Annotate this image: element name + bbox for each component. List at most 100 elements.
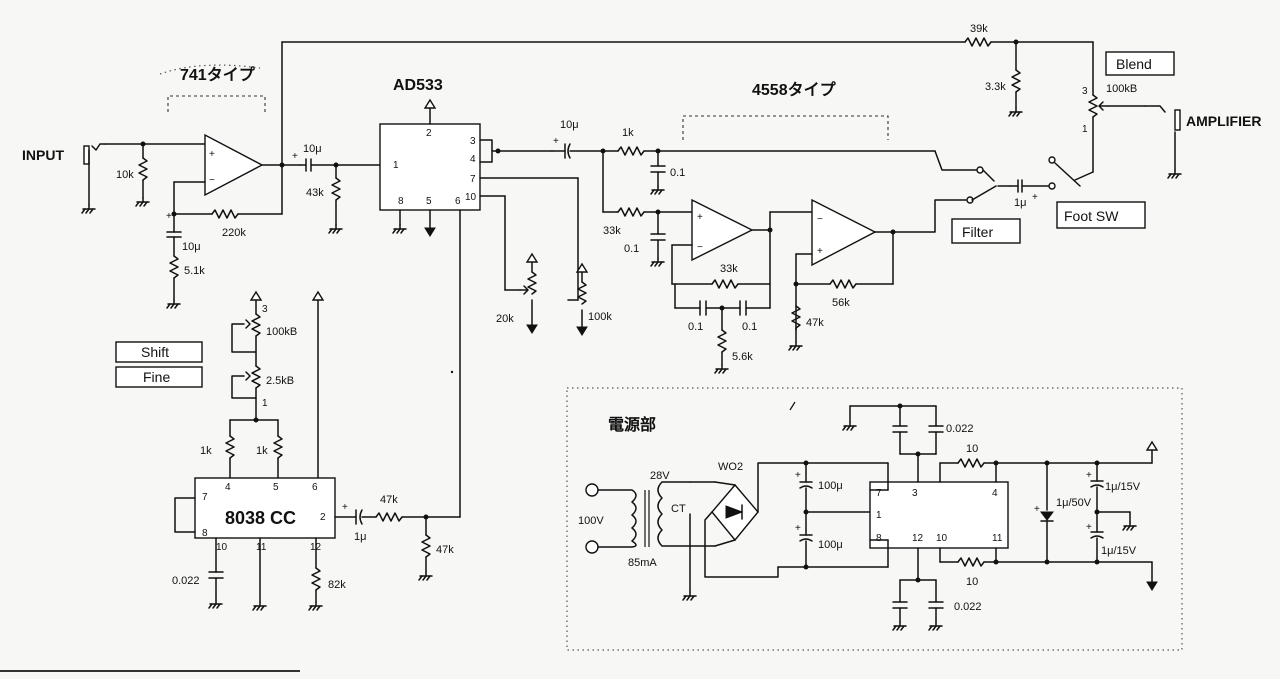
- label-wo2: WO2: [718, 461, 743, 473]
- label-56k: 56k: [832, 297, 850, 309]
- opamp-4558-a: + −: [691, 198, 754, 262]
- label-100kb-shift: 100kB: [266, 326, 297, 338]
- svg-text:1: 1: [876, 510, 882, 521]
- label-0-1-c: 0.1: [688, 321, 703, 333]
- label-5-1k: 5.1k: [184, 265, 205, 277]
- label-1k-c: 1k: [256, 445, 268, 457]
- capacitor-1u-50v: [1040, 462, 1054, 563]
- capacitor-0-022-upper: [842, 403, 944, 455]
- label-ct: CT: [671, 503, 686, 515]
- positive-supply-arrow: [1145, 440, 1159, 451]
- svg-text:+: +: [1034, 504, 1040, 515]
- label-0-1-a: 0.1: [670, 167, 685, 179]
- resistor-47k-vco-shunt: [418, 516, 433, 581]
- svg-text:7: 7: [876, 488, 882, 499]
- foot-sw-label: Foot SW: [1064, 208, 1119, 224]
- svg-text:2: 2: [426, 128, 432, 139]
- label-39k: 39k: [970, 23, 988, 35]
- resistor-47k-filter: [788, 305, 803, 351]
- svg-text:12: 12: [912, 533, 924, 544]
- resistor-33k-feedback: [711, 279, 771, 289]
- label-3-3k: 3.3k: [985, 81, 1006, 93]
- svg-text:4: 4: [992, 488, 998, 499]
- svg-text:3: 3: [1082, 86, 1088, 97]
- label-10-b: 10: [966, 576, 978, 588]
- label-0-1-b: 0.1: [624, 243, 639, 255]
- svg-text:+: +: [209, 149, 215, 160]
- svg-text:+: +: [795, 470, 801, 481]
- trimmer-20k: [519, 252, 539, 334]
- svg-text:+: +: [795, 523, 801, 534]
- resistor-1k-pin5: [273, 419, 283, 479]
- ic-8038: [194, 477, 336, 539]
- svg-text:+: +: [166, 211, 172, 222]
- svg-text:7: 7: [202, 492, 208, 503]
- svg-text:5: 5: [426, 196, 432, 207]
- svg-text:8: 8: [876, 533, 882, 544]
- pot-shift-100kb[interactable]: [231, 313, 261, 367]
- op741-dashed-bracket: [167, 95, 266, 112]
- svg-text:+: +: [292, 151, 298, 162]
- label-1u-15v-b: 1μ/15V: [1101, 545, 1137, 557]
- label-1u-50v: 1μ/50V: [1056, 497, 1092, 509]
- input-label: INPUT: [22, 147, 64, 163]
- label-20k: 20k: [496, 313, 514, 325]
- label-0-022-b: 0.022: [946, 423, 974, 435]
- svg-text:+: +: [817, 246, 823, 257]
- label-ad533: AD533: [393, 77, 443, 94]
- svg-text:3: 3: [912, 488, 918, 499]
- resistor-5-1k: [166, 255, 181, 309]
- capacitor-0-1-b: [650, 211, 666, 267]
- label-5-6k: 5.6k: [732, 351, 753, 363]
- svg-text:8: 8: [202, 528, 208, 539]
- filter-label: Filter: [962, 224, 993, 240]
- power-supply-block: [566, 387, 1183, 651]
- resistor-220k: [211, 209, 283, 219]
- capacitor-100u-a: [799, 462, 813, 531]
- op4558-dashed-bracket: [682, 115, 889, 140]
- svg-text:5: 5: [273, 482, 279, 493]
- svg-text:10: 10: [936, 533, 948, 544]
- label-1k-b: 1k: [200, 445, 212, 457]
- resistor-47k-vco-out: [375, 512, 461, 522]
- label-2-5kb: 2.5kB: [266, 375, 294, 387]
- pot-fine-2-5kb[interactable]: [231, 365, 261, 421]
- capacitor-0-1-d: [739, 300, 771, 316]
- svg-text:8: 8: [398, 196, 404, 207]
- svg-text:+: +: [553, 136, 559, 147]
- resistor-10-lower: [957, 557, 1153, 567]
- svg-text:6: 6: [455, 196, 461, 207]
- resistor-43k: [328, 164, 343, 234]
- resistor-1k-bypass: [602, 146, 936, 156]
- label-220k: 220k: [222, 227, 246, 239]
- label-8038cc: 8038 CC: [225, 508, 296, 528]
- resistor-39k: [964, 37, 1094, 47]
- amplifier-label: AMPLIFIER: [1186, 113, 1261, 129]
- foot-switch[interactable]: [971, 156, 1094, 201]
- pot-blend[interactable]: [1088, 94, 1109, 173]
- svg-text:10: 10: [465, 192, 477, 203]
- label-47k-c: 47k: [436, 544, 454, 556]
- capacitor-100u-b: [799, 529, 813, 568]
- label-100u-b: 100μ: [818, 539, 843, 551]
- amplifier-jack: [1144, 105, 1182, 179]
- svg-text:4: 4: [225, 482, 231, 493]
- ic-regulator: [869, 481, 1009, 549]
- svg-text:10: 10: [216, 542, 228, 553]
- blend-tag: [1105, 51, 1175, 76]
- label-10u-c: 10μ: [560, 119, 579, 131]
- capacitor-0-1-c: [674, 283, 741, 316]
- label-4558-type: 4558タイプ: [752, 80, 837, 99]
- resistor-5-6k: [714, 307, 729, 374]
- transformer: [585, 481, 691, 554]
- svg-text:+: +: [1086, 522, 1092, 533]
- capacitor-10u-ad533-out: [551, 143, 604, 159]
- resistor-82k: [308, 537, 323, 611]
- foot-sw-tag: [1056, 201, 1146, 229]
- capacitor-0-1-a: [650, 150, 666, 195]
- label-0-022-a: 0.022: [172, 575, 200, 587]
- svg-text:6: 6: [312, 482, 318, 493]
- trimmer-100k: [575, 262, 589, 336]
- svg-text:+: +: [697, 212, 703, 223]
- label-1u-b: 1μ: [354, 531, 366, 543]
